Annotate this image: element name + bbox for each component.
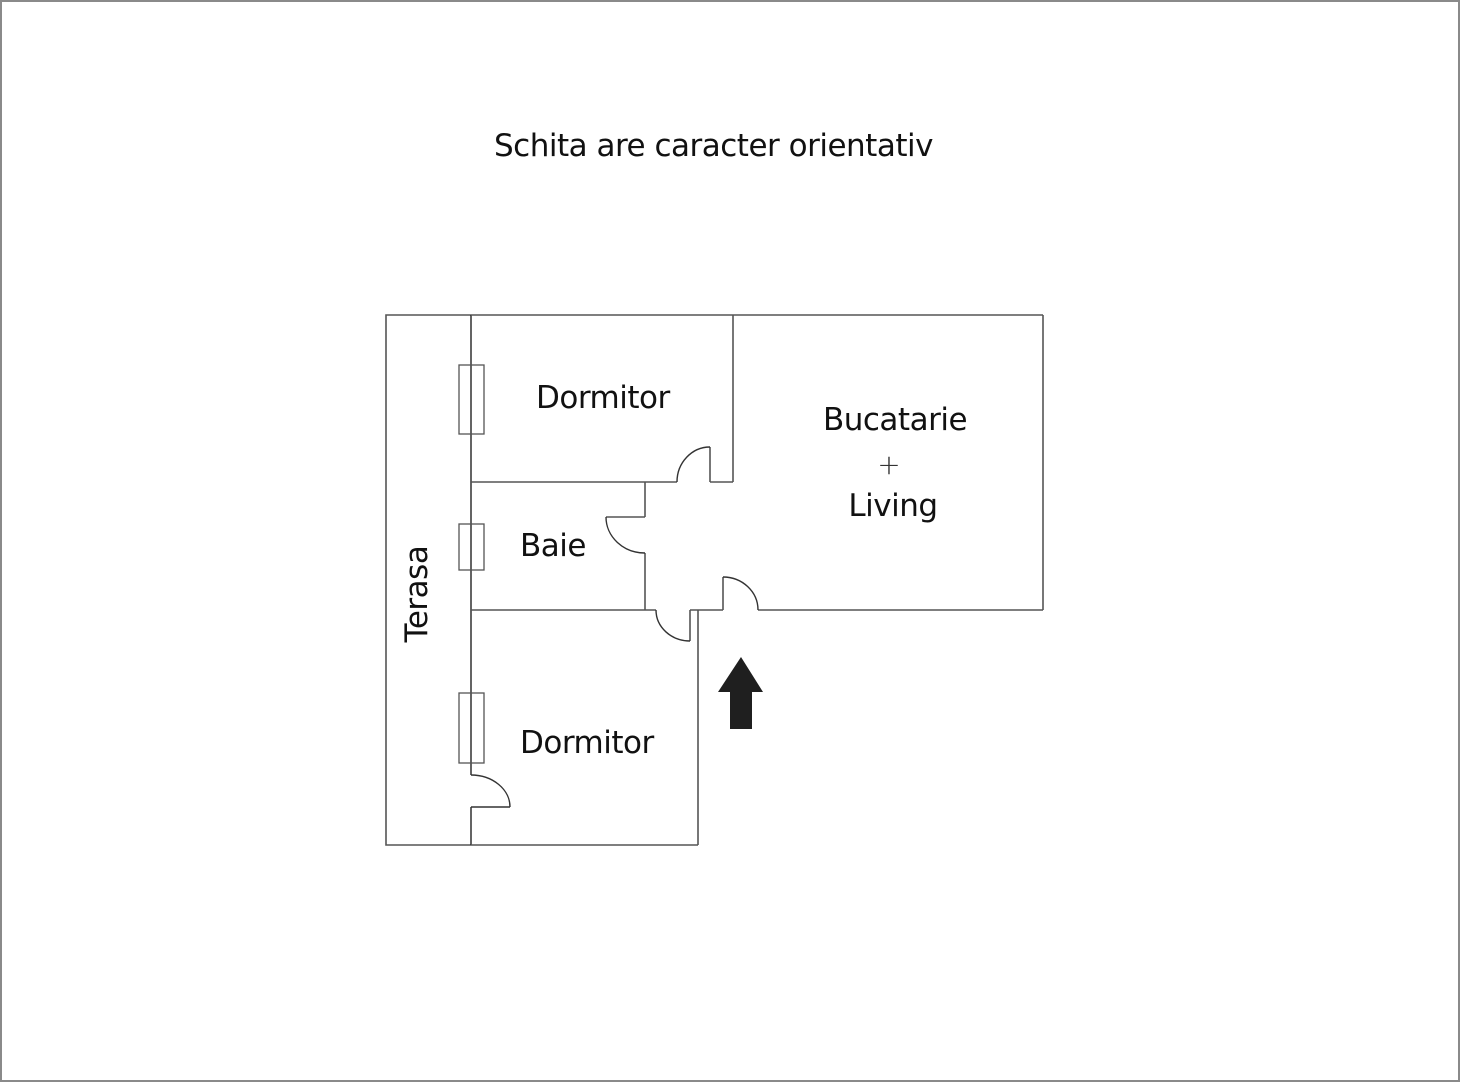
room-label-bucatarie: Bucatarie bbox=[822, 402, 968, 438]
page-title: Schita are caracter orientativ bbox=[494, 128, 933, 164]
window-dormitor-bottom bbox=[458, 692, 485, 764]
door-entrance bbox=[722, 576, 759, 611]
dormitor-top-wall bbox=[471, 315, 734, 483]
dormitor-bottom-walls bbox=[471, 609, 723, 846]
baie-walls bbox=[471, 482, 656, 611]
entrance-arrow-icon bbox=[718, 657, 763, 729]
window-baie bbox=[458, 523, 485, 571]
room-label-terasa: Terasa bbox=[399, 545, 435, 643]
room-label-dormitor-bottom: Dormitor bbox=[520, 725, 654, 761]
door-dormitor-bottom bbox=[655, 609, 691, 642]
living-bottom-wall bbox=[722, 577, 1043, 611]
window-dormitor-top bbox=[458, 364, 485, 435]
room-label-dormitor-top: Dormitor bbox=[536, 380, 670, 416]
room-label-plus: + bbox=[877, 448, 901, 481]
door-dormitor-top bbox=[676, 446, 711, 483]
top-wall bbox=[471, 314, 1044, 610]
door-terasa bbox=[470, 774, 511, 808]
room-label-baie: Baie bbox=[520, 528, 586, 564]
room-label-living: Living bbox=[848, 488, 938, 524]
terrace-outline bbox=[385, 314, 471, 846]
door-baie bbox=[605, 516, 646, 554]
